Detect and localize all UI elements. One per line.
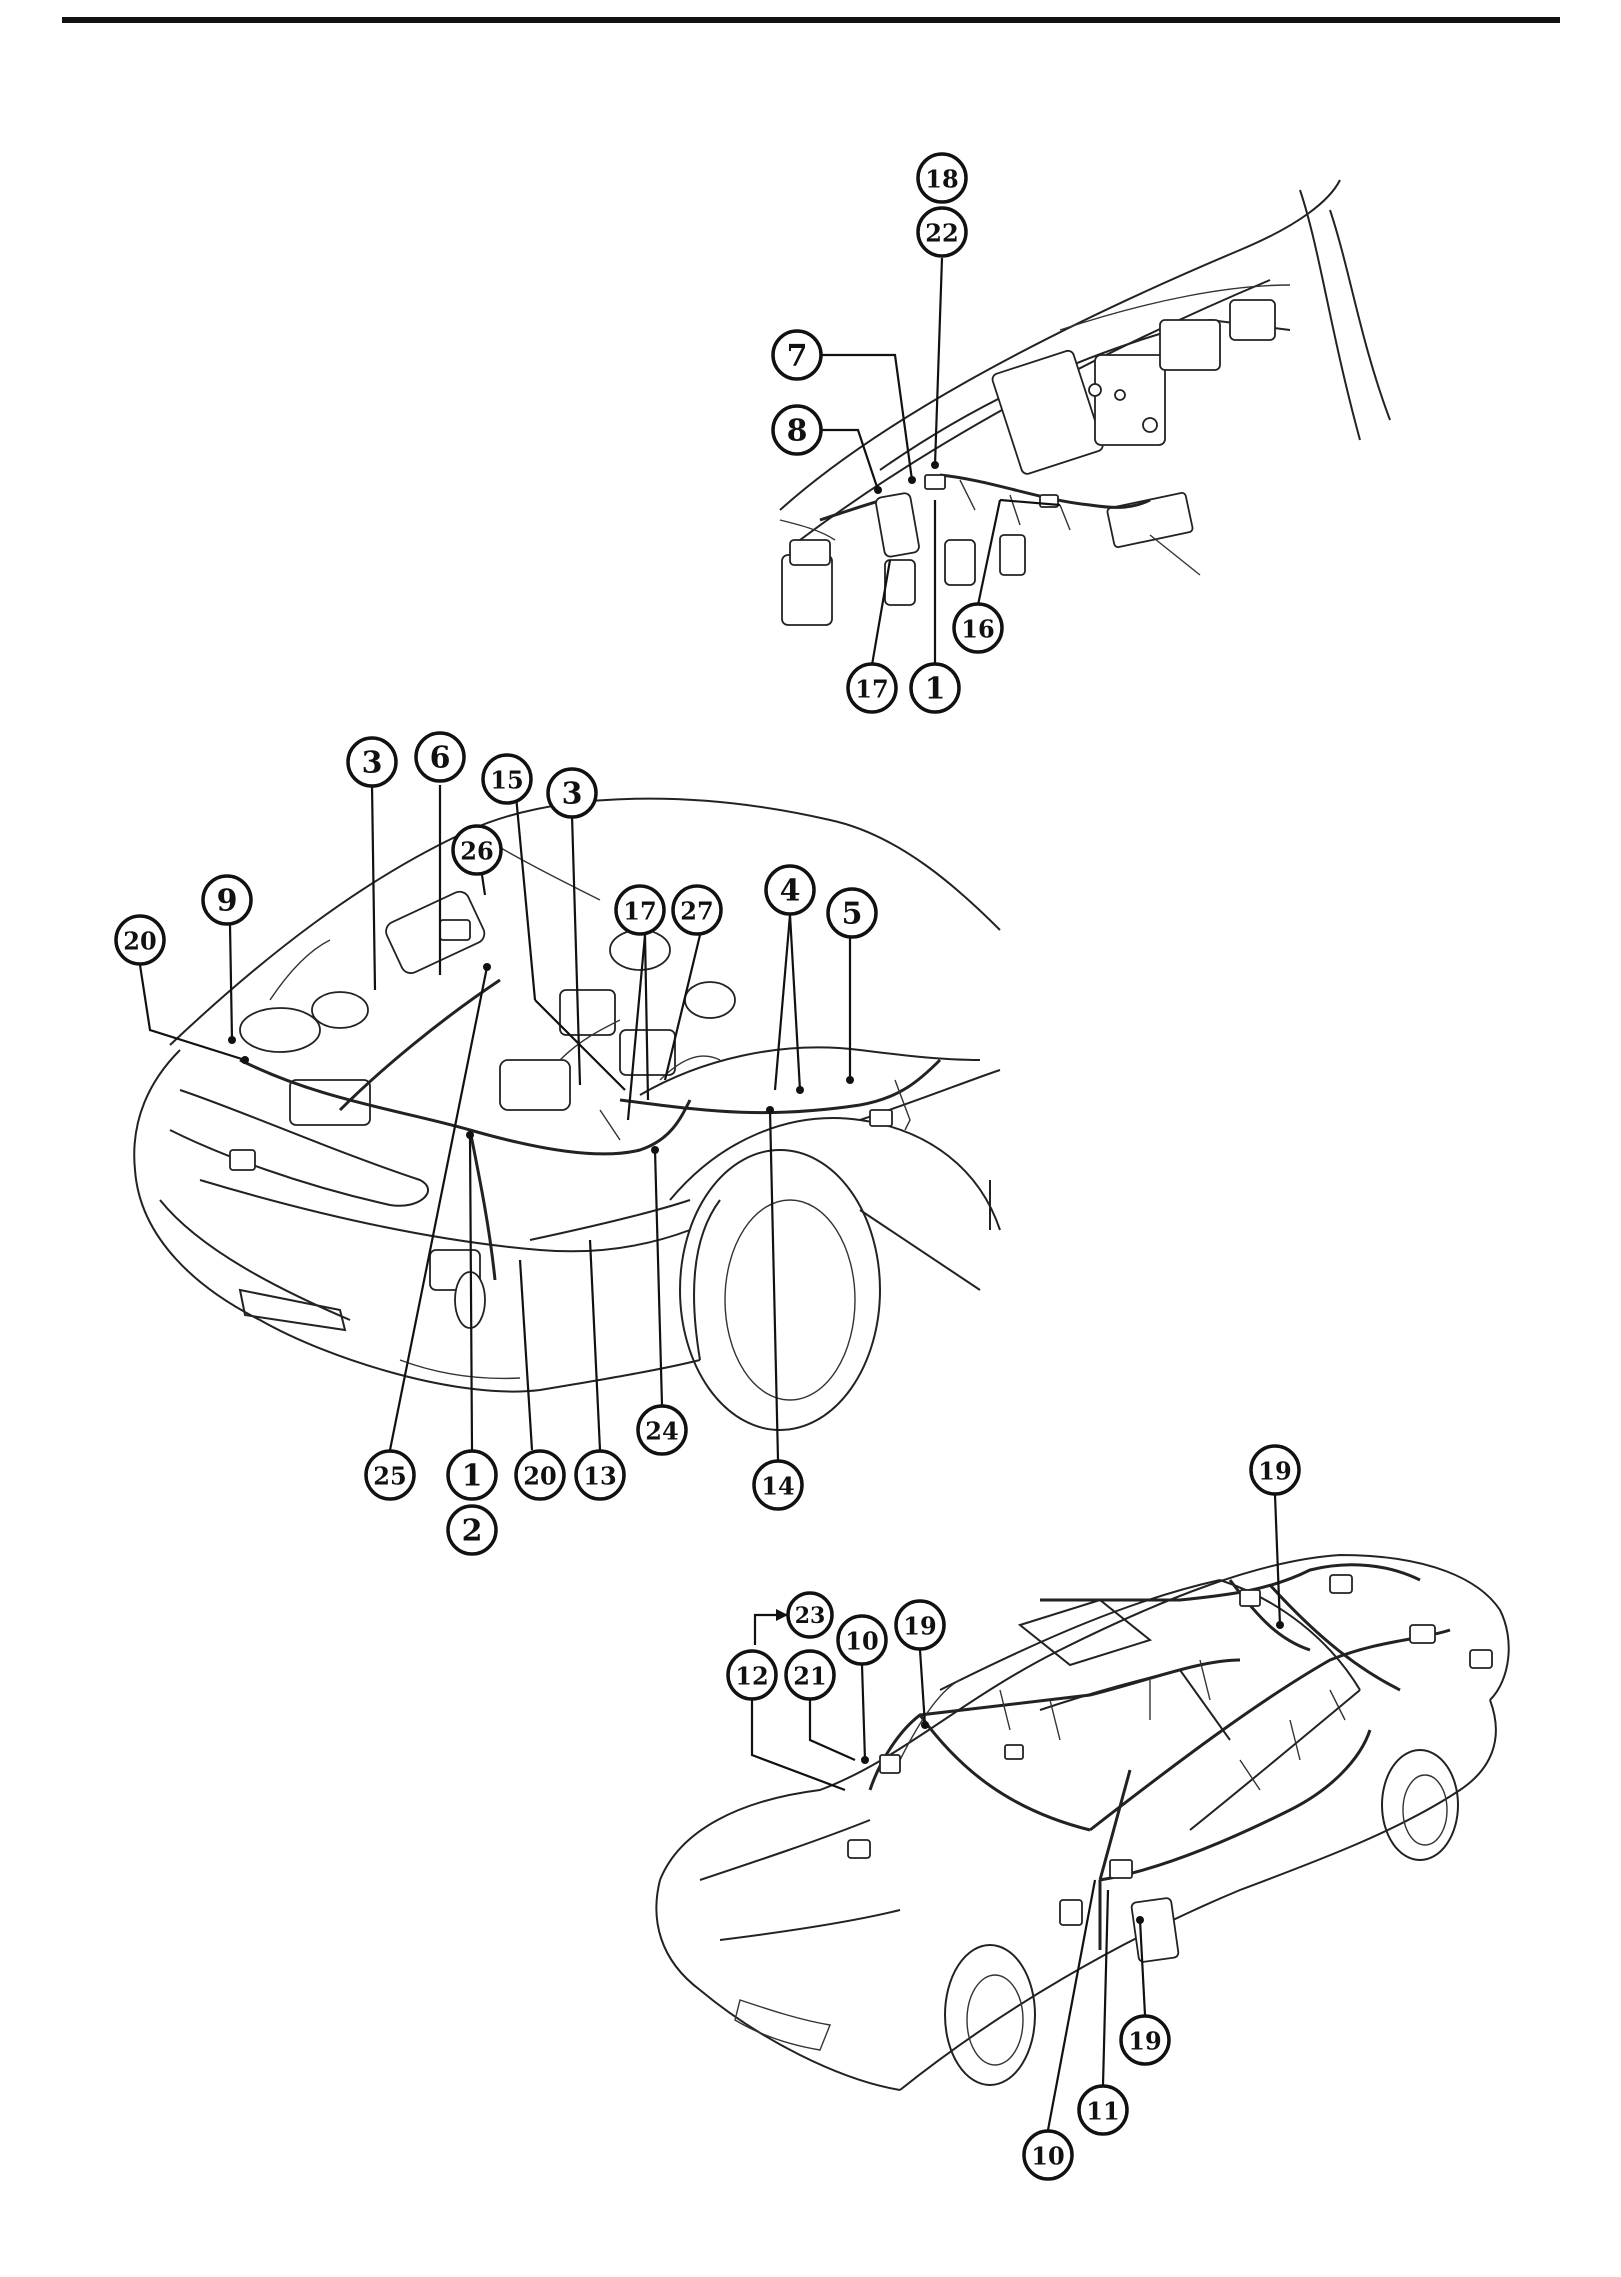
callout-label: 6 [430, 741, 451, 776]
callout-label: 22 [925, 219, 958, 248]
callout-8: 8 [771, 404, 823, 456]
callout-label: 20 [523, 1462, 556, 1491]
callout-17-engine: 17 [614, 884, 666, 936]
callout-label: 5 [842, 897, 863, 932]
callout-9: 9 [201, 874, 253, 926]
callout-label: 20 [123, 927, 156, 956]
callout-20-bottom: 20 [514, 1449, 566, 1501]
callout-label: 26 [460, 837, 493, 866]
callout-label: 27 [680, 897, 713, 926]
callout-label: 10 [845, 1627, 878, 1656]
callout-label: 8 [787, 414, 808, 449]
dashboard-illustration [779, 179, 1391, 626]
callout-label: 10 [1031, 2142, 1064, 2171]
callout-17-dashboard: 17 [846, 662, 898, 714]
callout-27: 27 [671, 884, 723, 936]
callout-1-engine: 1 [446, 1449, 498, 1501]
callout-1-dashboard: 1 [909, 662, 961, 714]
callout-3-left: 3 [346, 736, 398, 788]
callout-10-top: 10 [836, 1614, 888, 1666]
callout-label: 3 [362, 746, 383, 781]
callout-label: 16 [961, 615, 994, 644]
body-harness-illustration [655, 1553, 1510, 2091]
callout-5: 5 [826, 887, 878, 939]
engine-leaders [138, 784, 854, 1461]
callout-label: 24 [645, 1417, 678, 1446]
callout-label: 2 [462, 1514, 483, 1549]
callout-25: 25 [364, 1449, 416, 1501]
callout-label: 1 [462, 1459, 483, 1494]
callout-15: 15 [481, 753, 533, 805]
callout-21: 21 [784, 1649, 836, 1701]
callout-label: 21 [793, 1662, 826, 1691]
callout-19-pillar: 19 [1119, 2014, 1171, 2066]
callout-label: 23 [795, 1603, 826, 1629]
callout-label: 1 [925, 672, 946, 707]
callout-label: 14 [761, 1472, 794, 1501]
callout-2: 2 [446, 1504, 498, 1556]
callout-label: 18 [925, 165, 958, 194]
callout-label: 19 [1258, 1457, 1291, 1486]
callout-label: 25 [373, 1462, 406, 1491]
callout-20-top: 20 [114, 914, 166, 966]
callout-label: 3 [562, 777, 583, 812]
callout-label: 17 [623, 897, 656, 926]
callout-18: 18 [916, 152, 968, 204]
callout-6: 6 [414, 731, 466, 783]
engine-compartment-illustration [133, 797, 1001, 1431]
callout-12: 12 [726, 1649, 778, 1701]
callout-label: 4 [780, 874, 801, 909]
callout-19-roof: 19 [1249, 1444, 1301, 1496]
callout-label: 19 [1128, 2027, 1161, 2056]
callout-3-right: 3 [546, 767, 598, 819]
callout-label: 12 [735, 1662, 768, 1691]
callout-11: 11 [1077, 2084, 1129, 2136]
callout-7: 7 [771, 329, 823, 381]
callout-14: 14 [752, 1459, 804, 1511]
callout-19-front: 19 [894, 1599, 946, 1651]
callout-label: 13 [583, 1462, 616, 1491]
callout-4: 4 [764, 864, 816, 916]
callout-label: 17 [855, 675, 888, 704]
callout-13: 13 [574, 1449, 626, 1501]
callout-26: 26 [451, 824, 503, 876]
dashboard-leaders [822, 257, 1061, 666]
callout-23: 23 [786, 1591, 834, 1639]
callout-label: 9 [217, 884, 238, 919]
callout-label: 15 [490, 766, 523, 795]
callout-22: 22 [916, 206, 968, 258]
callout-label: 19 [903, 1612, 936, 1641]
callout-label: 7 [787, 339, 808, 374]
callout-24: 24 [636, 1404, 688, 1456]
callout-16: 16 [952, 602, 1004, 654]
callout-10-bottom: 10 [1022, 2129, 1074, 2181]
callout-label: 11 [1086, 2097, 1119, 2126]
body-leaders [750, 1494, 1284, 2131]
